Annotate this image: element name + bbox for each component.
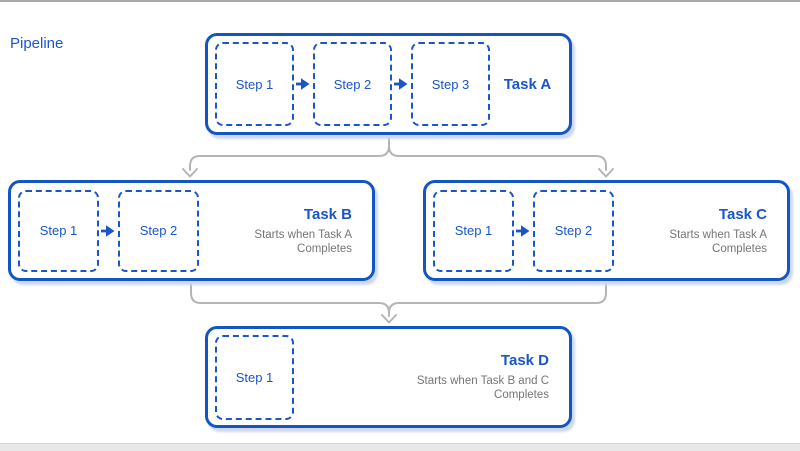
arrow-right-icon <box>101 224 115 237</box>
task-d-card: Step 1 Task D Starts when Task B and C C… <box>205 326 572 428</box>
arrow-right-icon <box>394 78 408 90</box>
task-subtitle: Completes <box>712 242 767 255</box>
task-a-card: Step 1 Step 2 Step 3 Task A <box>205 33 572 135</box>
task-title: Task A <box>503 75 552 93</box>
task-subtitle: Starts when Task A <box>669 228 767 241</box>
task-subtitle: Completes <box>494 389 549 401</box>
task-title: Task D <box>500 352 549 369</box>
task-title: Task C <box>718 205 767 223</box>
task-c-card: Step 1 Step 2 Task C Starts when Task A … <box>423 180 790 281</box>
step-box: Step 1 <box>215 334 294 420</box>
connector-a-to-c <box>388 136 607 171</box>
step-box: Step 1 <box>215 42 294 126</box>
connector-a-to-b <box>189 136 390 171</box>
connector-b-to-d <box>190 282 390 317</box>
step-box: Step 1 <box>18 189 99 272</box>
window-top-border <box>0 0 800 2</box>
page-title: Pipeline <box>10 35 64 52</box>
arrow-right-icon <box>516 224 530 237</box>
task-b-card: Step 1 Step 2 Task B Starts when Task A … <box>8 180 375 281</box>
task-title: Task B <box>303 205 352 223</box>
task-subtitle: Starts when Task A <box>254 228 352 241</box>
window-bottom-bar <box>0 443 800 451</box>
step-box: Step 1 <box>433 189 514 272</box>
step-box: Step 2 <box>118 189 199 272</box>
arrow-down-icon <box>182 168 198 178</box>
step-box: Step 2 <box>533 189 614 272</box>
step-box: Step 3 <box>411 42 490 126</box>
connector-c-to-d <box>388 282 607 314</box>
arrow-down-icon <box>381 314 397 324</box>
step-box: Step 2 <box>313 42 392 126</box>
arrow-down-icon <box>598 168 614 178</box>
task-subtitle: Starts when Task B and C <box>416 375 549 387</box>
task-subtitle: Completes <box>297 242 352 255</box>
arrow-right-icon <box>296 78 310 90</box>
